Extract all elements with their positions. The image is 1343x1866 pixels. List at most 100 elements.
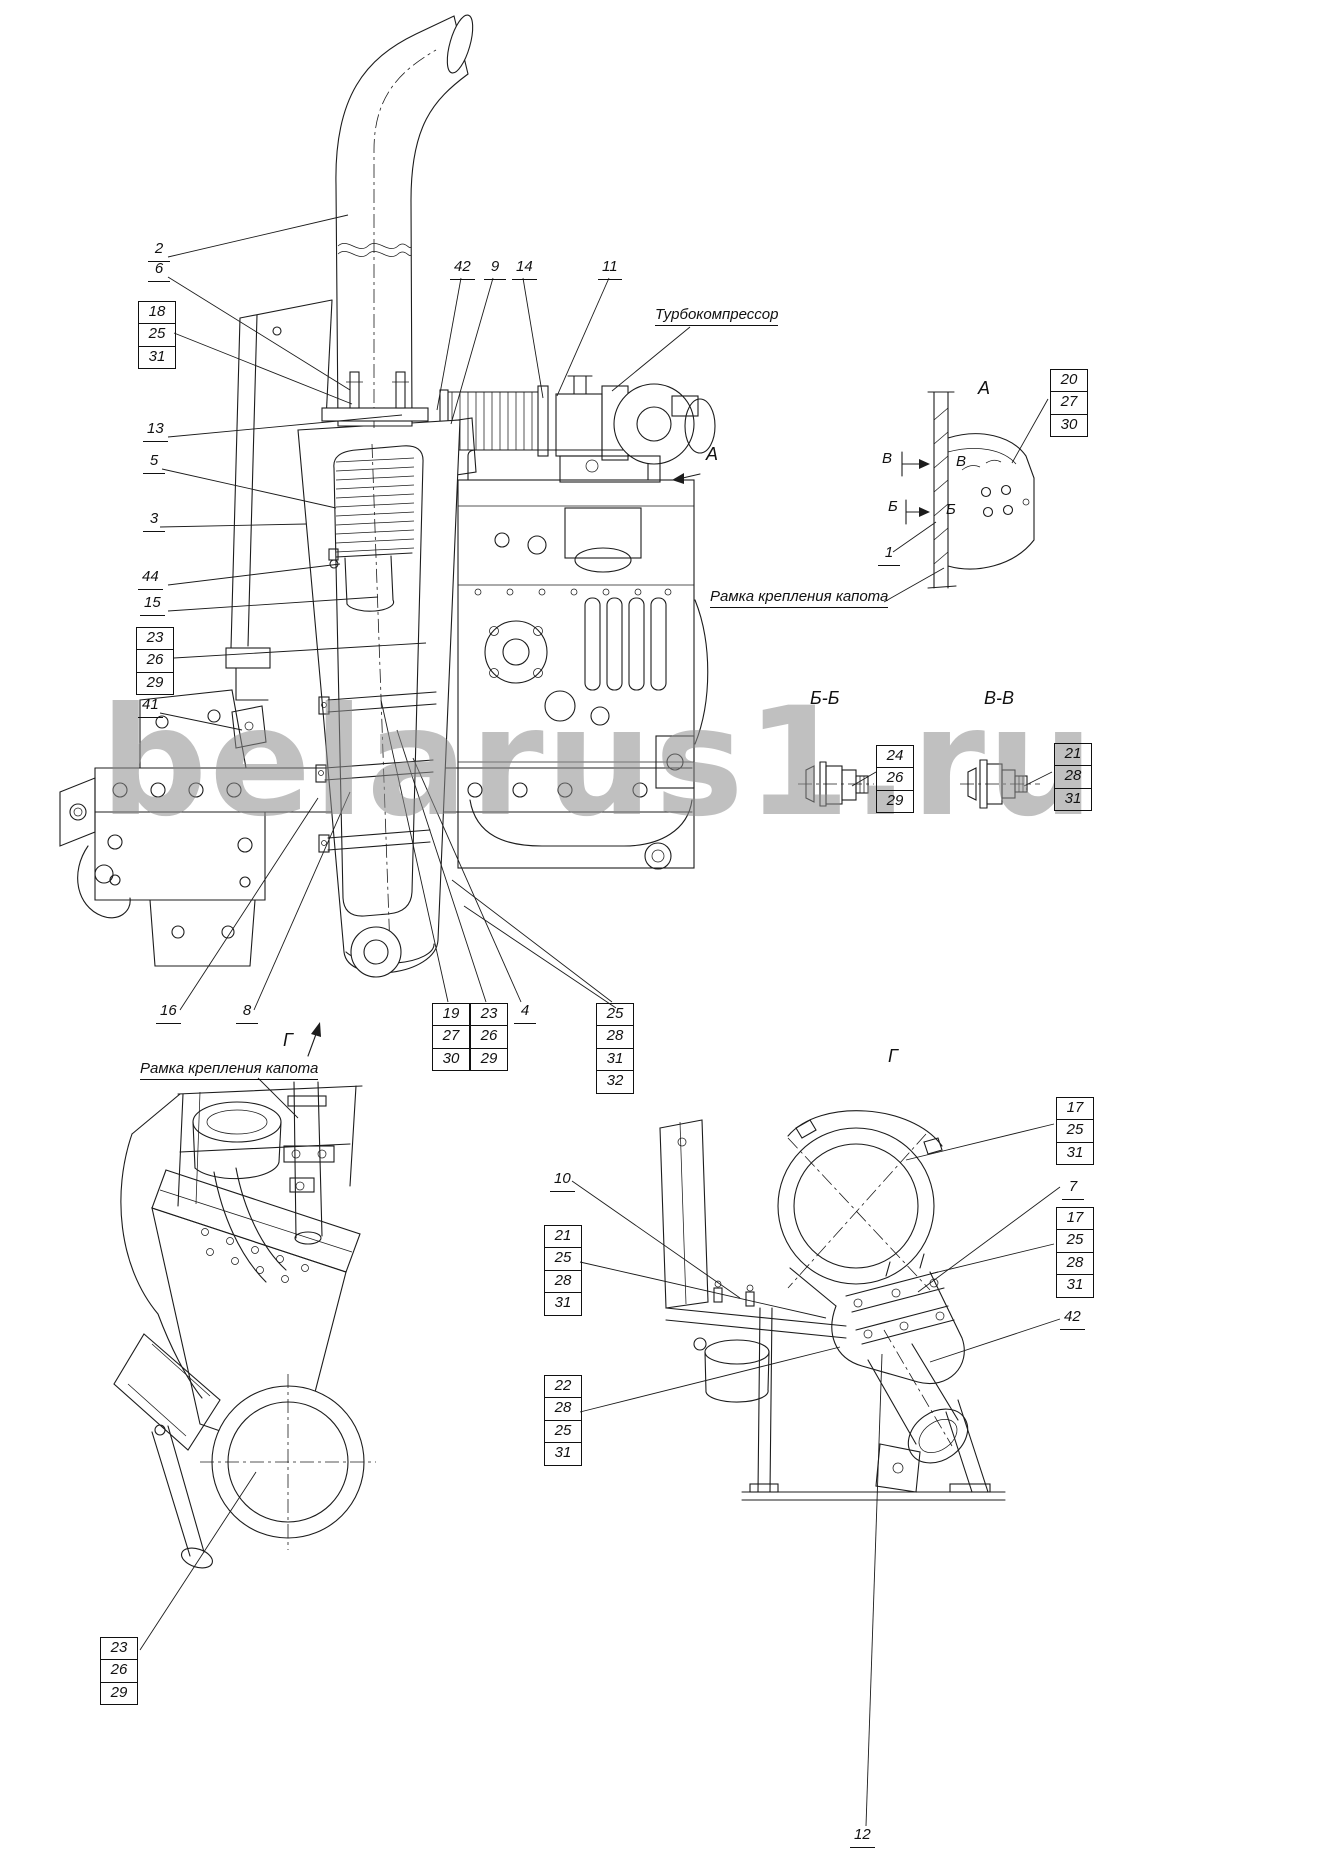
view-g-right bbox=[659, 1110, 1006, 1501]
view-g-title: Г bbox=[888, 1046, 898, 1066]
callout-number: 30 bbox=[432, 1047, 470, 1072]
section-v-marker-left: В bbox=[882, 450, 893, 467]
view-arrow-a-label: А bbox=[706, 444, 719, 464]
callout-number: 44 bbox=[138, 568, 163, 590]
callout-number: 26 bbox=[136, 649, 174, 673]
callout-number: 29 bbox=[100, 1681, 138, 1706]
callout-number: 21 bbox=[1054, 742, 1092, 767]
callout-4: 4 bbox=[514, 1002, 536, 1024]
callout-number: 19 bbox=[432, 1002, 470, 1027]
callout-1: 1 bbox=[878, 544, 900, 566]
callout-number: 31 bbox=[1054, 787, 1092, 812]
callout-number: 11 bbox=[598, 258, 622, 280]
callout-number: 8 bbox=[236, 1002, 258, 1024]
callout-number: 26 bbox=[100, 1659, 138, 1683]
callout-number: 31 bbox=[1056, 1141, 1094, 1166]
callout-number: 25 bbox=[544, 1247, 582, 1271]
callout-15: 15 bbox=[140, 594, 165, 616]
section-bb-title: Б-Б bbox=[810, 688, 840, 708]
callout-number: 24 bbox=[876, 744, 914, 769]
air-cleaner-duct bbox=[297, 419, 461, 978]
callout-number: 25 bbox=[544, 1419, 582, 1444]
callout-number: 10 bbox=[550, 1170, 575, 1192]
callout-number: 27 bbox=[1050, 391, 1088, 415]
callout-number: 28 bbox=[596, 1025, 634, 1049]
turbocharger bbox=[555, 375, 716, 483]
front-support bbox=[59, 689, 693, 967]
callout-number: 7 bbox=[1062, 1178, 1084, 1200]
callout-number: 31 bbox=[1056, 1274, 1094, 1298]
callout-number: 23 bbox=[100, 1636, 138, 1661]
leader-lines bbox=[139, 214, 1061, 1827]
callout-12: 12 bbox=[850, 1826, 875, 1848]
view-markers bbox=[307, 473, 701, 1057]
callout-number: 2 bbox=[148, 240, 170, 262]
callout-number: 25 bbox=[138, 323, 176, 347]
exhaust-pipe bbox=[321, 14, 474, 428]
hood-frame bbox=[225, 299, 333, 749]
callout-number: 25 bbox=[1056, 1229, 1094, 1253]
detail-a-title: А bbox=[978, 378, 991, 398]
section-b-marker-right: Б bbox=[946, 501, 956, 518]
callout-number: 26 bbox=[876, 767, 914, 791]
turbocompressor-label: Турбокомпрессор bbox=[655, 306, 779, 326]
callout-number: 18 bbox=[138, 300, 176, 325]
callout-number: 1 bbox=[878, 544, 900, 566]
section-b-marker-left: Б bbox=[888, 498, 898, 515]
callout-6: 6 bbox=[148, 260, 170, 282]
callout-number: 27 bbox=[432, 1025, 470, 1049]
callout-14: 14 bbox=[512, 258, 537, 280]
callout-number: 28 bbox=[1056, 1251, 1094, 1276]
callout-8: 8 bbox=[236, 1002, 258, 1024]
callout-10: 10 bbox=[550, 1170, 575, 1192]
callout-number: 9 bbox=[484, 258, 506, 280]
callout-number: 26 bbox=[470, 1025, 508, 1049]
callout-number: 17 bbox=[1056, 1206, 1094, 1231]
section-v-marker-right: В bbox=[956, 453, 967, 470]
view-g-left bbox=[113, 1081, 376, 1569]
callout-number: 31 bbox=[544, 1292, 582, 1316]
callout-44: 44 bbox=[138, 568, 163, 590]
callout-number: 12 bbox=[850, 1826, 875, 1848]
callout-16: 16 bbox=[156, 1002, 181, 1024]
callout-number: 22 bbox=[544, 1374, 582, 1399]
callout-number: 31 bbox=[544, 1442, 582, 1466]
engine-block bbox=[457, 449, 709, 870]
callout-11: 11 bbox=[598, 258, 622, 280]
section-vv-title: В-В bbox=[984, 688, 1015, 708]
callout-7: 7 bbox=[1062, 1178, 1084, 1200]
callout-number: 28 bbox=[544, 1269, 582, 1294]
callout-number: 25 bbox=[1056, 1119, 1094, 1143]
detail-a bbox=[901, 391, 1035, 589]
callout-42-top: 42 bbox=[450, 258, 475, 280]
callout-number: 30 bbox=[1050, 413, 1088, 438]
callout-number: 25 bbox=[596, 1002, 634, 1027]
callout-number: 6 bbox=[148, 260, 170, 282]
section-bb bbox=[798, 761, 874, 807]
callout-number: 42 bbox=[1060, 1308, 1085, 1330]
callout-number: 20 bbox=[1050, 368, 1088, 393]
callout-number: 32 bbox=[596, 1070, 634, 1094]
callout-number: 29 bbox=[876, 789, 914, 814]
callout-number: 29 bbox=[470, 1047, 508, 1072]
callout-number: 41 bbox=[138, 696, 163, 718]
callout-number: 14 bbox=[512, 258, 537, 280]
callout-number: 29 bbox=[136, 671, 174, 696]
callout-number: 13 bbox=[143, 420, 168, 442]
callout-number: 4 bbox=[514, 1002, 536, 1024]
callout-number: 23 bbox=[136, 626, 174, 651]
